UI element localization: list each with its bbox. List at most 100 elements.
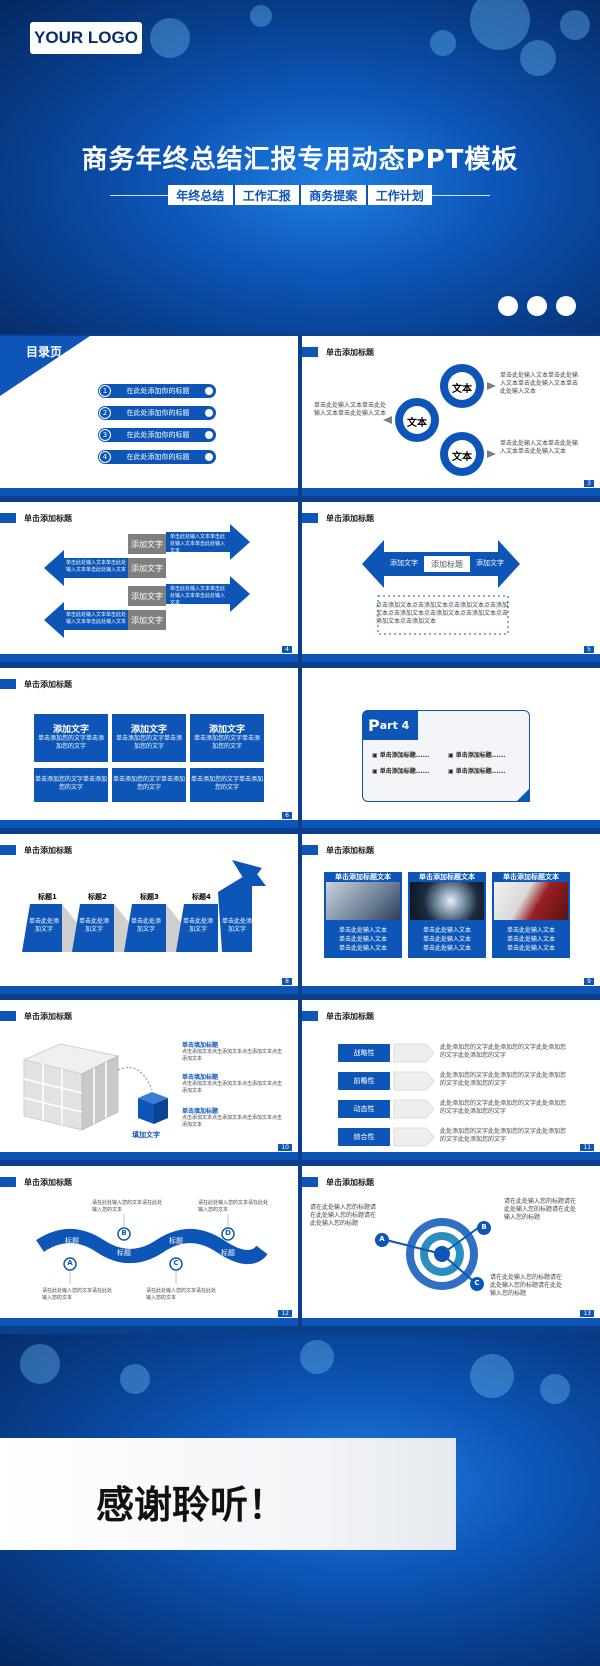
slide-footer-bar <box>0 820 298 828</box>
heading-block <box>302 347 318 357</box>
bubble-core <box>403 406 431 434</box>
item-desc: 点击添加文本点击添加文本点击添加文本点击添加文本 <box>182 1049 283 1062</box>
slide-heading: 单击添加标题 <box>0 513 72 523</box>
target-letter: A <box>379 1235 385 1243</box>
slide-footer-bar <box>302 820 600 828</box>
blue-cube-top <box>138 1092 168 1104</box>
bokeh <box>150 18 190 58</box>
item-title: 单击填加标题 <box>182 1108 219 1115</box>
slide-text-bubbles: 单击添加标题 文本 文本 文本 单击此处输入文本单击此处输入文本单击此处输入文本… <box>302 336 600 496</box>
process-box: 添加文字 单击添加您的文字单击添加您的文字 <box>190 714 264 762</box>
heading-text: 单击添加标题 <box>326 845 374 855</box>
slide-wave: 单击添加标题 A B C D 标题 标题 标题 标题 请在此处输入您的文本请在此… <box>0 1166 298 1326</box>
wave-band <box>36 1229 268 1264</box>
target-graphic <box>375 1218 491 1291</box>
toc-label: 在此处添加你的标题 <box>126 453 190 461</box>
bubble-diagram <box>383 364 496 476</box>
step-text: 单击此处添加文字 <box>130 918 161 933</box>
slide-heading: 单击添加标题 <box>302 845 374 855</box>
step-label: 标题1 <box>38 893 57 901</box>
target-letter: B <box>481 1223 487 1231</box>
part-item: ▣ 单击添加标题...... <box>372 752 430 759</box>
slide-footer-bar <box>0 1318 298 1326</box>
slide-number: 13 <box>580 1310 594 1317</box>
card-photo-globe <box>410 882 484 920</box>
attribute-arrows <box>393 1043 435 1147</box>
bubble-core <box>448 440 476 468</box>
slide-footer-bar <box>0 654 298 662</box>
slide-image-cards: 单击添加标题 单击添加标题文本 单击此处输入文本单击此处输入文本单击此处输入文本… <box>302 834 600 994</box>
card-header: 单击添加标题文本 <box>419 873 475 881</box>
heading-block <box>0 845 16 855</box>
minus-icon <box>205 453 213 461</box>
bokeh <box>520 40 556 76</box>
bokeh <box>430 30 456 56</box>
minus-icon <box>205 409 213 417</box>
card-header: 单击添加标题文本 <box>503 873 559 881</box>
bokeh <box>470 1354 514 1398</box>
dot <box>498 296 518 316</box>
gray-arrow <box>393 1043 435 1063</box>
wave-letter: C <box>173 1259 179 1267</box>
card-desc-line: 单击此处输入文本 <box>422 945 471 952</box>
box-title: 添加文字 <box>130 725 167 735</box>
up-arrow <box>218 870 266 952</box>
cube-label: 填加文字 <box>132 1131 160 1139</box>
text-frame <box>377 595 509 635</box>
toc-number: 2 <box>99 407 111 419</box>
slide-heading: 单击添加标题 <box>302 1177 374 1187</box>
arrow-icon <box>487 382 496 390</box>
wave-text: 请在此处输入您的文本请在此处输入您的文本 <box>42 1288 113 1301</box>
heading-text: 单击添加标题 <box>326 513 374 523</box>
heading-block <box>0 1177 16 1187</box>
slide-heading: 单击添加标题 <box>302 513 374 523</box>
heading-block <box>302 513 318 523</box>
tag-bar: 年终总结 工作汇报 商务提案 工作计划 <box>168 185 432 205</box>
target-marker <box>470 1277 484 1291</box>
attribute-desc: 此处添加您的文字此处添加您的文字此处添加您的文字此处添加您的文字 <box>440 1128 567 1143</box>
box-title: 添加文字 <box>208 725 245 735</box>
slide-double-arrow: 单击添加标题 添加文字 添加标题 添加文字 点击添加文本点击添加文本点击添加文本… <box>302 502 600 662</box>
slide-staircase: 单击添加标题 标题1 标题2 标题3 标题4 单击此处添加文字 单击此处添加文字… <box>0 834 298 994</box>
blue-cube-side <box>154 1098 168 1124</box>
card-header: 单击添加标题文本 <box>335 873 391 881</box>
cube-line <box>23 1097 83 1113</box>
logo: YOUR LOGO <box>30 22 142 54</box>
gray-label: 添加文字 <box>128 586 166 606</box>
cube-item: 单击填加标题点击添加文本点击添加文本点击添加文本点击添加文本 <box>182 1106 282 1129</box>
wave-letter: A <box>67 1259 73 1267</box>
target-pointer <box>441 1253 473 1281</box>
cube-line <box>23 1078 83 1094</box>
step-label: 标题2 <box>88 893 107 901</box>
toc-number: 3 <box>99 429 111 441</box>
wave-label: 标题 <box>65 1237 79 1245</box>
card-desc-line: 单击此处输入文本 <box>422 927 471 934</box>
step-text: 单击此处添加文字 <box>78 918 109 933</box>
left-arrow <box>44 602 128 638</box>
image-card: 单击添加标题文本 单击此处输入文本单击此处输入文本单击此处输入文本 <box>408 872 486 958</box>
slide-number: 3 <box>584 480 594 487</box>
attribute-label: 综合性 <box>338 1128 390 1146</box>
wave-text: 请在此处输入您的文本请在此处输入您的文本 <box>146 1288 217 1301</box>
arrow-icon <box>383 416 392 424</box>
toc-title: 目录页 <box>26 345 63 359</box>
heading-block <box>0 513 16 523</box>
dot <box>556 296 576 316</box>
slide-number: 12 <box>278 1310 292 1317</box>
card-desc-line: 单击此处输入文本 <box>338 945 387 952</box>
slide-number: 4 <box>282 646 292 653</box>
item-desc: 点击添加文本点击添加文本点击添加文本点击添加文本 <box>182 1115 283 1128</box>
dots-decoration <box>498 296 576 316</box>
box-desc: 单击添加您的文字单击添加您的文字 <box>116 735 183 750</box>
card-photo-cards <box>326 882 400 920</box>
bokeh <box>20 1344 60 1384</box>
target-text: 请在此处输入您的标题请在此处输入您的标题请在此处输入您的标题 <box>310 1204 377 1227</box>
process-box-lower: 单击添加您的文字单击添加您的文字 <box>34 768 108 802</box>
box-desc: 单击添加您的文字单击添加您的文字 <box>194 735 261 750</box>
minus-icon <box>205 431 213 439</box>
gray-arrow <box>393 1071 435 1091</box>
box-title: 添加文字 <box>52 725 89 735</box>
